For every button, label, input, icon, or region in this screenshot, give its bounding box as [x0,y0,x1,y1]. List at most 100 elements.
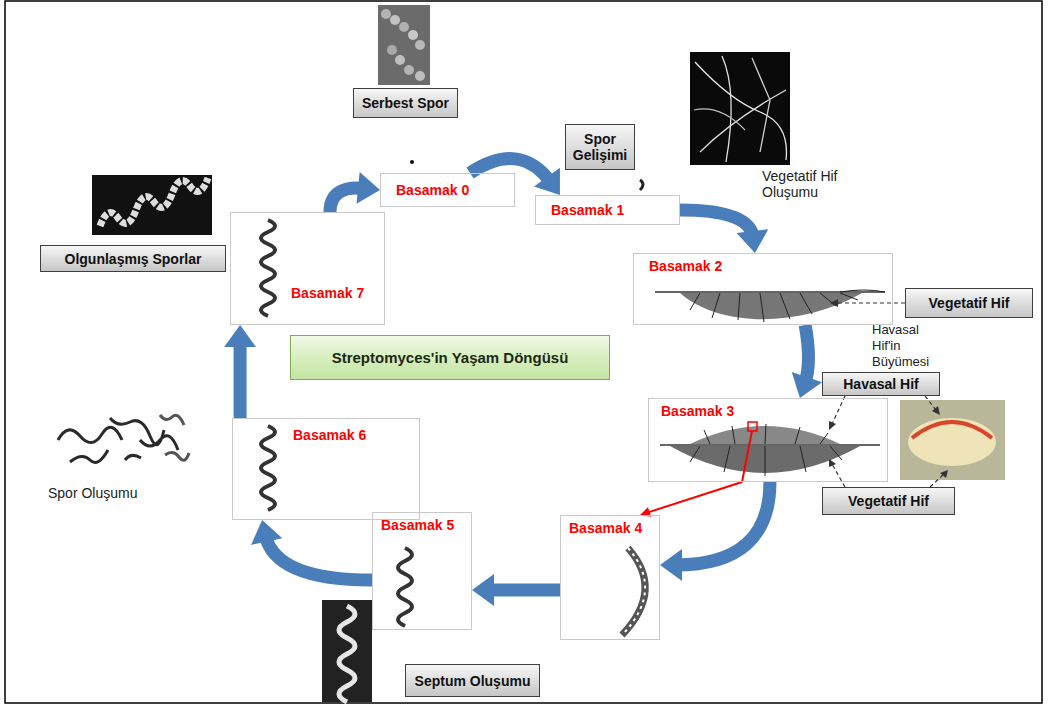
pointer-head [830,299,838,307]
cycle-arrow [224,325,256,418]
label-box: Septum Oluşumu [405,664,540,697]
label-box: Vegetatif Hif [905,288,1033,318]
spore [387,45,397,55]
cycle-arrow [680,210,768,253]
arrow-head [224,325,256,347]
box-label: Vegetatif Hif [929,295,1010,311]
box-label: Vegetatif Hif [848,493,929,509]
hypha-strokes [690,293,858,322]
dashed-pointer [836,302,905,303]
title-box: Streptomyces'in Yaşam Döngüsü [290,335,610,380]
spore [390,15,400,25]
spore [415,40,425,50]
spore-dot [410,160,414,164]
label-box: Serbest Spor [353,88,458,118]
stage-caption: Spor Oluşumu [48,485,198,501]
surface-line [655,291,885,293]
arrow-shaft [234,340,247,418]
stage-caption: Havasal Hif'in Büyümesi [872,322,944,370]
frame [5,1,1042,703]
vegetative-hyphae-photo [690,52,790,165]
septa [622,548,645,635]
stage-number: Basamak 3 [661,403,881,420]
spore-helix [100,178,208,226]
arrow-head [357,172,380,204]
septum-photo [322,600,372,702]
spore-chain [261,426,275,510]
spore-chain [339,606,355,702]
stage-box: Basamak 6 [232,418,420,520]
photo-ground [378,5,430,85]
free-spore-photo [378,5,430,85]
spore-chains [160,415,189,460]
surface-line [660,444,880,446]
arrow-shaft [805,325,809,383]
arrow-head [737,229,769,253]
spore-formation-photo [58,415,189,462]
arrow-shaft [470,159,551,183]
stage-box: Basamak 0 [380,173,515,207]
stage-box: Basamak 4 [560,515,660,640]
zoom-marker [748,422,757,431]
photo-ground [92,175,212,235]
stage-number: Basamak 4 [569,520,653,537]
box-label: Streptomyces'in Yaşam Döngüsü [332,349,569,366]
colony-drawing [660,422,880,482]
mycelium-mass [680,293,862,319]
box-label: Havasal Hif [843,376,918,392]
arrow-shaft [265,535,372,580]
germinating-spore [640,180,643,190]
label-box: Olgunlaşmış Sporlar [40,245,226,272]
pointer-head [829,459,836,467]
spore [404,65,414,75]
stage-number: Basamak 2 [649,258,886,275]
dashed-pointer [925,396,936,410]
box-label: Olgunlaşmış Sporlar [65,251,202,267]
box-label: Spor Gelişimi [572,131,628,163]
label-box: Vegetatif Hif [822,487,955,515]
label-box: Havasal Hif [822,372,940,396]
colony-photo [900,400,1005,480]
cycle-arrow [251,520,372,580]
pointer-head [932,406,940,415]
hypha-strokes [690,424,842,476]
spore [408,30,418,40]
stage-box: Basamak 3 [648,398,888,482]
cycle-arrow [470,159,560,195]
label-box: Spor Gelişimi [565,124,635,170]
arrow-head [251,520,282,545]
zoom-leader [742,431,752,482]
stage-caption: Vegetatif Hif Oluşumu [762,168,862,200]
spore-chain [398,548,412,626]
hypha [700,90,786,152]
dashed-pointer [930,474,944,487]
arrow-head [472,574,494,606]
stage-number: Basamak 6 [293,427,413,444]
vegetative-mycelium-drawing [655,290,885,322]
colony-rim [912,422,992,438]
arrow-head [660,549,682,581]
spore [381,9,391,19]
zoom-arrow [640,482,742,517]
hypha [694,109,745,130]
pointer-head [940,470,948,478]
cycle-arrow [330,172,380,212]
spore [395,55,405,65]
stage-number: Basamak 0 [396,182,508,199]
stage-number: Basamak 7 [291,285,378,302]
hypha [722,56,731,162]
mature-spore-chain [261,220,275,316]
spore [399,22,409,32]
mature-spores-photo [92,175,212,235]
arrow-head [792,372,822,398]
colony [908,418,996,466]
photo-ground [690,52,790,165]
cycle-arrow [472,574,560,606]
pointer-head [829,421,836,430]
hypha [695,62,786,160]
photo-ground [322,600,372,702]
stage-number: Basamak 1 [551,202,673,219]
dashed-pointer [832,396,845,424]
stage-box: Basamak 2 [633,253,893,325]
